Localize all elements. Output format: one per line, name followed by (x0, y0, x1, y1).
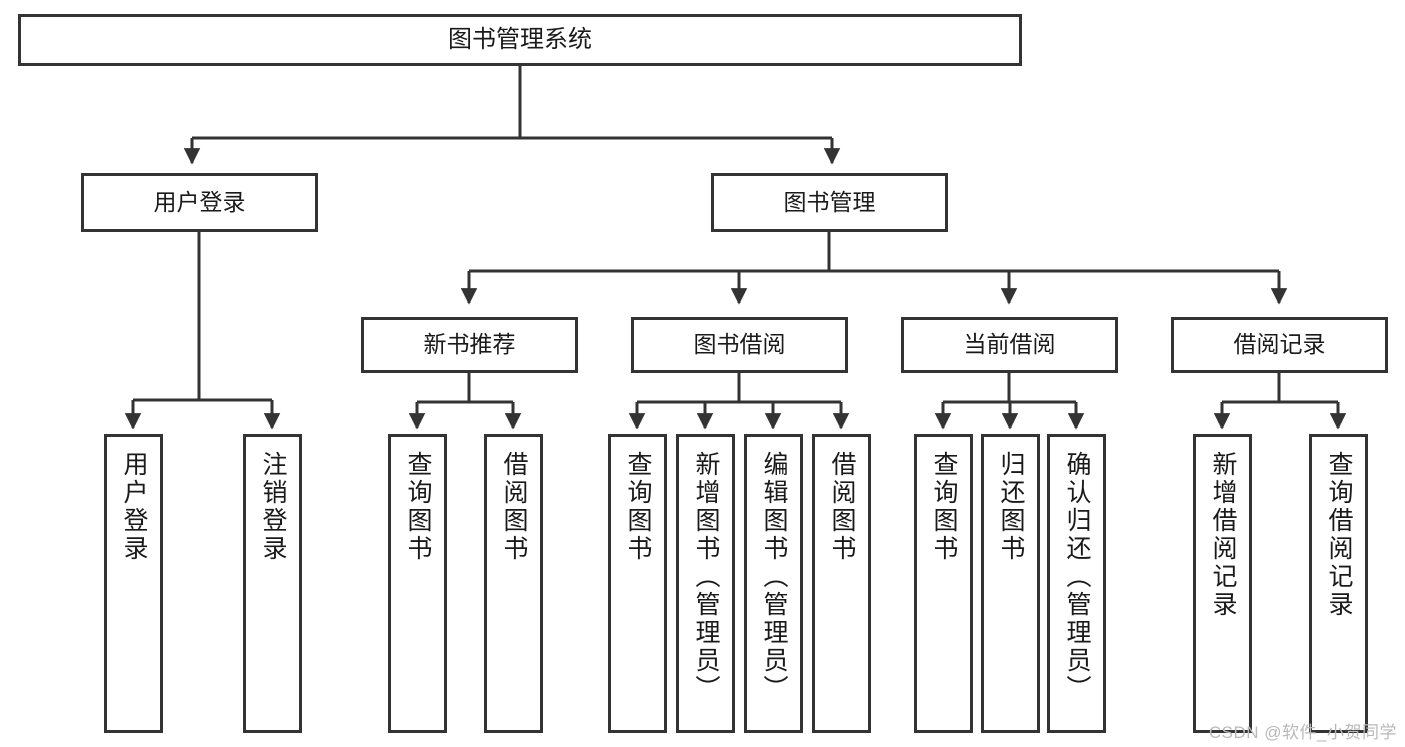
leaf-current-query-book[interactable]: 查询图书 (914, 434, 973, 733)
watermark-text: CSDN @软件_小贺同学 (1208, 723, 1397, 742)
leaf-current-confirm-return-admin[interactable]: 确认归还（管理员） (1047, 434, 1106, 733)
node-label: 查询图书 (930, 451, 958, 563)
node-book-borrow[interactable]: 图书借阅 (631, 317, 848, 373)
leaf-current-return-book[interactable]: 归还图书 (981, 434, 1040, 733)
node-label: 新增图书（管理员） (692, 451, 720, 703)
leaf-record-add-record[interactable]: 新增借阅记录 (1193, 434, 1252, 733)
leaf-user-login[interactable]: 用户登录 (104, 434, 163, 733)
node-label: 新增借阅记录 (1209, 451, 1237, 619)
node-current-borrow[interactable]: 当前借阅 (901, 317, 1118, 373)
node-label: 借阅图书 (500, 451, 528, 563)
leaf-user-logout[interactable]: 注销登录 (243, 434, 302, 733)
leaf-newbook-query-book[interactable]: 查询图书 (388, 434, 447, 733)
leaf-borrow-add-book-admin[interactable]: 新增图书（管理员） (676, 434, 735, 733)
node-label: 图书借阅 (693, 331, 786, 358)
node-label: 借阅记录 (1233, 331, 1326, 358)
node-borrow-record[interactable]: 借阅记录 (1171, 317, 1388, 373)
node-label: 图书管理系统 (448, 25, 592, 53)
node-root-system[interactable]: 图书管理系统 (18, 14, 1022, 66)
node-label: 用户登录 (120, 451, 148, 563)
node-label: 归还图书 (997, 451, 1025, 563)
node-label: 借阅图书 (828, 451, 856, 563)
node-label: 查询图书 (404, 451, 432, 563)
node-label: 查询借阅记录 (1325, 451, 1353, 619)
leaf-borrow-edit-book-admin[interactable]: 编辑图书（管理员） (744, 434, 803, 733)
node-label: 当前借阅 (963, 331, 1056, 358)
leaf-record-query-record[interactable]: 查询借阅记录 (1309, 434, 1368, 733)
node-label: 用户登录 (153, 188, 246, 215)
node-label: 查询图书 (624, 451, 652, 563)
node-label: 注销登录 (259, 451, 287, 563)
node-user-login[interactable]: 用户登录 (81, 173, 318, 232)
node-label: 新书推荐 (423, 331, 516, 358)
node-new-book-recommend[interactable]: 新书推荐 (361, 317, 578, 373)
leaf-newbook-borrow-book[interactable]: 借阅图书 (484, 434, 543, 733)
leaf-borrow-borrow-book[interactable]: 借阅图书 (812, 434, 871, 733)
node-label: 编辑图书（管理员） (760, 451, 788, 703)
node-book-management[interactable]: 图书管理 (711, 173, 948, 232)
node-label: 图书管理 (783, 188, 876, 215)
leaf-borrow-query-book[interactable]: 查询图书 (608, 434, 667, 733)
node-label: 确认归还（管理员） (1063, 451, 1091, 703)
